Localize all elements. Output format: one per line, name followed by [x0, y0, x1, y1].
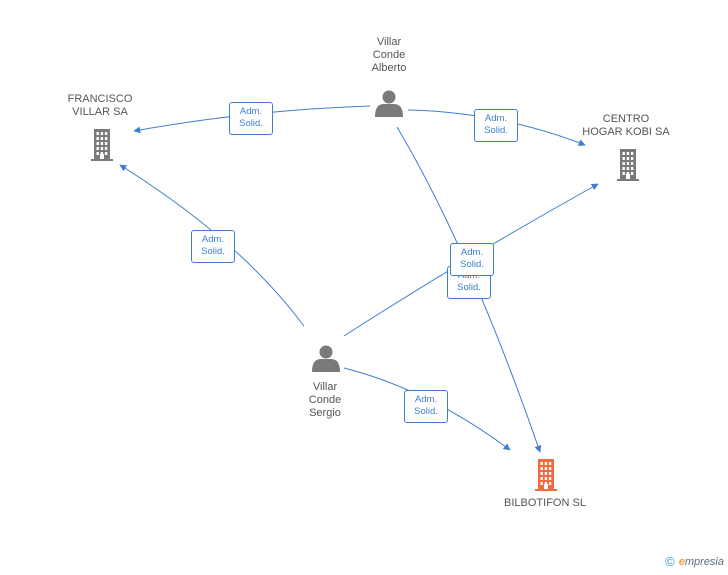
- edge-label-line2: Solid.: [457, 282, 481, 293]
- copyright-icon: ©: [665, 554, 675, 569]
- villar-conde-alberto-person-icon[interactable]: [375, 90, 403, 118]
- edge-label-villar-conde-alberto-to-francisco-villar-sa[interactable]: Adm.Solid.: [229, 102, 273, 135]
- bilbotifon-sl-building-icon[interactable]: [535, 459, 557, 491]
- edge-label-villar-conde-sergio-to-centro-hogar-kobi-sa[interactable]: Adm.Solid.: [450, 243, 494, 276]
- edge-label-line1: Adm.: [239, 106, 263, 117]
- edge-label-line1: Adm.: [414, 394, 438, 405]
- edge-label-line2: Solid.: [414, 406, 438, 417]
- edge-label-line2: Solid.: [484, 125, 508, 136]
- edge-label-line1: Adm.: [460, 247, 484, 258]
- villar-conde-alberto-label[interactable]: Villar Conde Alberto: [371, 36, 407, 74]
- brand-footer: © empresia: [665, 554, 724, 569]
- edge-label-line2: Solid.: [460, 259, 484, 270]
- villar-conde-sergio-label[interactable]: Villar Conde Sergio: [308, 381, 342, 419]
- edge-label-line1: Adm.: [201, 234, 225, 245]
- edge-label-line2: Solid.: [201, 246, 225, 257]
- francisco-villar-sa-label[interactable]: FRANCISCO VILLAR SA: [67, 93, 133, 118]
- bilbotifon-sl-label[interactable]: BILBOTIFON SL: [504, 497, 586, 509]
- edge-label-villar-conde-sergio-to-francisco-villar-sa[interactable]: Adm.Solid.: [191, 230, 235, 263]
- edge-label-line2: Solid.: [239, 118, 263, 129]
- edge-label-villar-conde-sergio-to-bilbotifon-sl[interactable]: Adm.Solid.: [404, 390, 448, 423]
- brand-logo[interactable]: empresia: [678, 555, 724, 568]
- edge-label-line1: Adm.: [484, 113, 508, 124]
- edge-label-villar-conde-alberto-to-centro-hogar-kobi-sa[interactable]: Adm.Solid.: [474, 109, 518, 142]
- francisco-villar-sa-building-icon[interactable]: [91, 129, 113, 161]
- villar-conde-sergio-person-icon[interactable]: [312, 345, 340, 373]
- centro-hogar-kobi-sa-building-icon[interactable]: [617, 149, 639, 181]
- centro-hogar-kobi-sa-label[interactable]: CENTRO HOGAR KOBI SA: [582, 113, 670, 138]
